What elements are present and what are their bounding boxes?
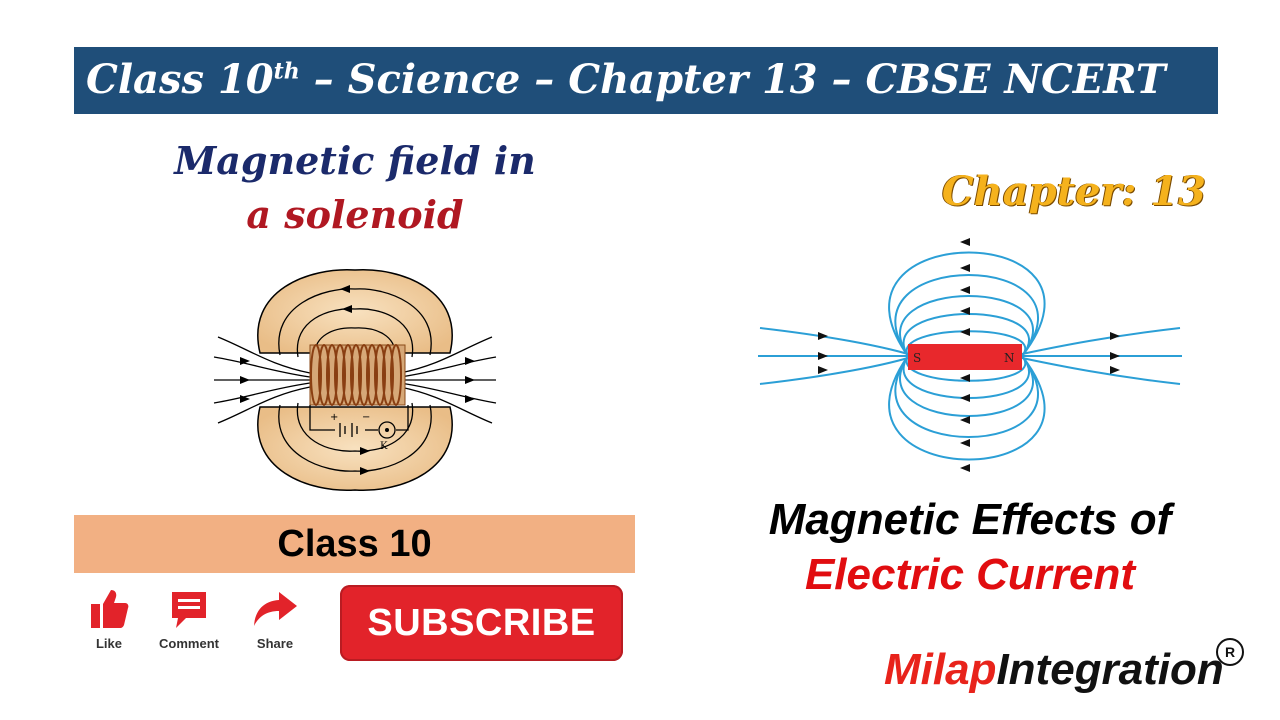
solenoid-title-line1: Magnetic field in <box>174 138 536 183</box>
share-arrow-icon <box>254 592 297 626</box>
magnet-field-lines <box>758 251 1182 461</box>
magnet-south-label: S <box>913 351 921 365</box>
comment-button[interactable]: Comment <box>144 588 234 651</box>
bar-magnet <box>908 344 1022 370</box>
comment-icon <box>172 592 206 628</box>
circuit-wire <box>309 405 409 439</box>
share-button[interactable]: Share <box>230 588 320 651</box>
like-label: Like <box>95 636 122 651</box>
header-title: Class 10th – Science – Chapter 13 – CBSE… <box>86 56 1166 103</box>
battery-plus: + <box>330 412 338 423</box>
lower-field-lobe <box>257 406 453 491</box>
comment-label: Comment <box>159 636 219 651</box>
solenoid-title-line2: a solenoid <box>246 192 464 237</box>
class-label: Class 10 <box>277 523 432 565</box>
topic-title-line2: Electric Current <box>804 550 1136 599</box>
subscribe-button[interactable] <box>340 585 623 661</box>
subscribe-label: SUBSCRIBE <box>367 602 596 644</box>
bar-magnet-field-diagram: S N <box>758 238 1182 472</box>
magnet-field-arrows <box>818 238 1120 472</box>
magnet-north-label: N <box>1004 351 1015 365</box>
battery-minus: − <box>362 412 370 423</box>
topic-title-line1: Magnetic Effects of <box>768 495 1172 544</box>
field-arrows <box>240 285 475 475</box>
key-label: K <box>380 441 388 452</box>
brand-logo: MilapIntegration <box>884 645 1224 694</box>
header-banner <box>74 47 1218 114</box>
class-bar <box>74 515 635 573</box>
thumbs-up-icon <box>91 590 129 628</box>
chapter-label: Chapter: 13 <box>941 168 1206 215</box>
like-button[interactable]: Like <box>64 588 154 651</box>
key-dot <box>385 428 389 432</box>
solenoid-coil <box>310 344 402 406</box>
solenoid-diagram: + − K <box>213 269 497 491</box>
registered-mark: R <box>1216 638 1244 666</box>
share-label: Share <box>256 636 294 651</box>
upper-field-lobe <box>257 269 453 354</box>
